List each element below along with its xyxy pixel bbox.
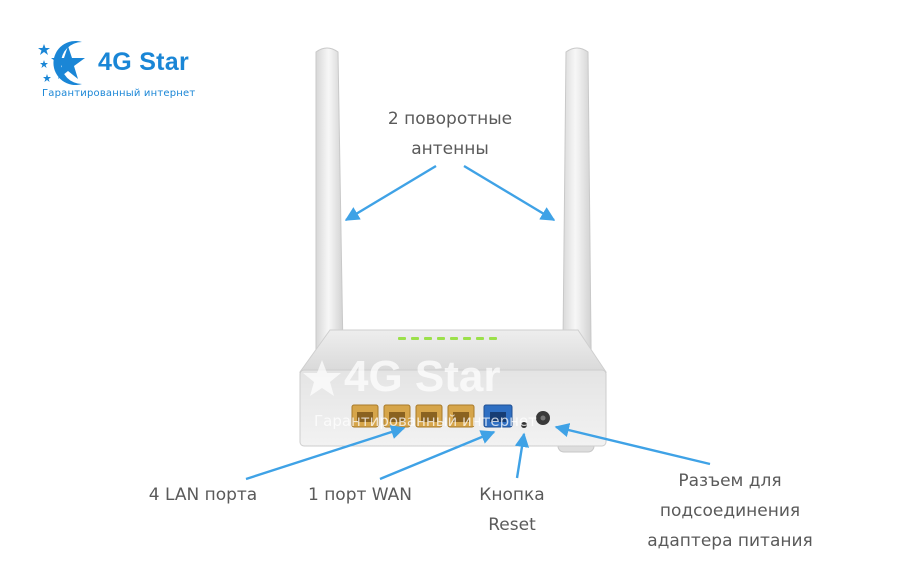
label-lan-text: 4 LAN порта [148, 485, 258, 505]
watermark: 4G Star Гарантированный интернет [300, 352, 600, 442]
label-reset-line2: Reset [488, 515, 536, 535]
arrow-right-antenna [463, 164, 556, 222]
label-power-jack: Разъем для подсоединения адаптера питани… [615, 466, 845, 556]
arrow-left-antenna [344, 164, 437, 222]
label-wan-text: 1 порт WAN [307, 485, 413, 505]
arrow-power [554, 423, 711, 466]
watermark-name: 4G Star [344, 352, 501, 401]
label-antennas-line2: антенны [411, 139, 489, 159]
watermark-tagline: Гарантированный интернет [314, 412, 537, 430]
status-leds [398, 337, 497, 340]
label-power-line2: подсоединения [659, 501, 801, 521]
label-reset-line1: Кнопка [479, 485, 545, 505]
arrow-lan [245, 425, 406, 481]
label-reset-button: Кнопка Reset [452, 480, 572, 540]
wan-port [483, 404, 513, 428]
logo-tagline: Гарантированный интернет [42, 88, 196, 99]
lan-ports [351, 404, 475, 428]
callout-arrows [245, 164, 711, 481]
label-antennas: 2 поворотные антенны [350, 104, 550, 164]
brand-logo: 4G Star Гарантированный интернет [38, 38, 238, 102]
label-lan-ports: 4 LAN порта [128, 480, 278, 510]
label-antennas-line1: 2 поворотные [387, 109, 513, 129]
router-body [299, 329, 607, 447]
arrow-wan [379, 430, 496, 481]
power-jack [536, 411, 550, 425]
star-moon-logo-icon [38, 41, 85, 85]
label-wan-port: 1 порт WAN [290, 480, 430, 510]
arrow-reset [514, 432, 530, 479]
label-power-line1: Разъем для [678, 471, 782, 491]
label-power-line3: адаптера питания [647, 531, 813, 551]
logo-name: 4G Star [98, 48, 190, 76]
watermark-star-icon [303, 360, 341, 396]
reset-button [521, 422, 527, 428]
